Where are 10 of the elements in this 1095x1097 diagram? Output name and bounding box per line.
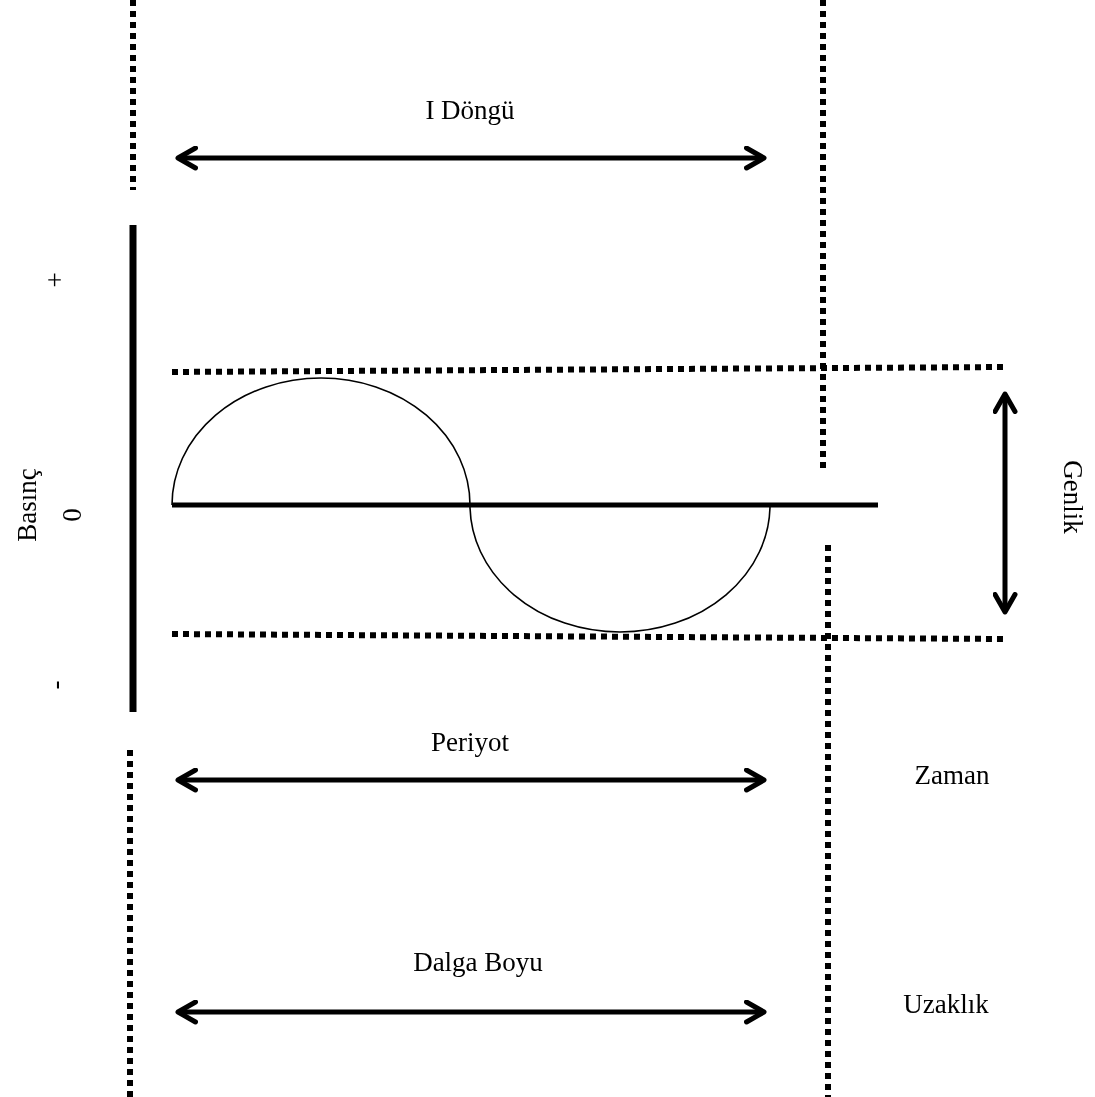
cycle-label: I Döngü bbox=[425, 94, 515, 126]
period-label: Periyot bbox=[431, 726, 509, 758]
zero-label: 0 bbox=[56, 508, 88, 522]
distance-label: Uzaklık bbox=[903, 988, 989, 1020]
plus-sign: + bbox=[39, 272, 71, 288]
time-label: Zaman bbox=[914, 759, 990, 791]
wavelength-label: Dalga Boyu bbox=[413, 946, 543, 978]
amplitude-label: Genlik bbox=[1056, 460, 1088, 534]
axis-title: Basınç bbox=[11, 468, 43, 542]
minus-sign: - bbox=[39, 680, 71, 690]
